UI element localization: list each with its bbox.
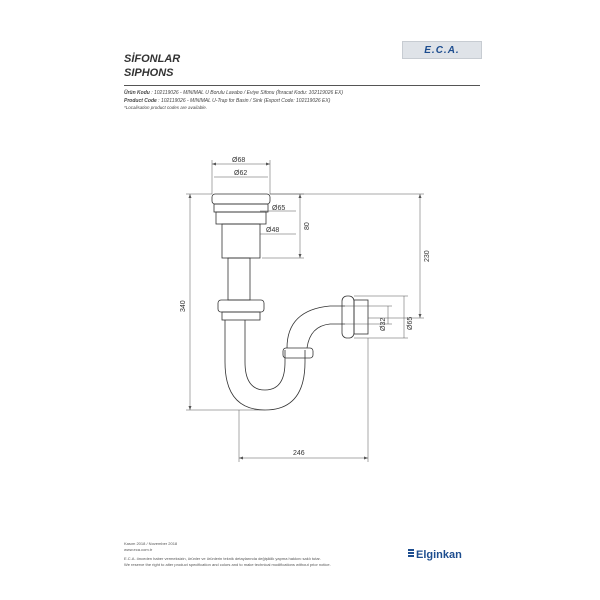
product-code-tr-text: : 102119026 - MINIMAL U Borulu Lavabo / … <box>151 90 344 96</box>
elginkan-logo: Elginkan <box>408 548 462 561</box>
footer-website[interactable]: www.eca.com.tr <box>124 547 153 552</box>
footer-date: Kasım 2018 / November 2018 <box>124 541 178 546</box>
footer-disclaimer-en: We reserve the right to alter product sp… <box>124 562 331 567</box>
u-trap-outer <box>224 320 306 411</box>
upper-tube-housing <box>221 223 261 259</box>
dim-h80: 80 <box>304 222 311 230</box>
product-code-tr-label: Ürün Kodu <box>124 90 150 96</box>
dim-d32: Ø32 <box>380 318 387 331</box>
cap-collar <box>215 211 267 225</box>
title-turkish: SİFONLAR <box>124 53 181 65</box>
footer-disclaimer-tr: E.C.A. önceden haber vermeksizin, ürünle… <box>124 556 321 561</box>
eca-logo: E.C.A. <box>402 41 482 59</box>
product-code-tr: Ürün Kodu : 102119026 - MINIMAL U Borulu… <box>124 90 343 96</box>
pipe-collar <box>221 311 261 321</box>
product-code-en-label: Product Code <box>124 98 157 104</box>
dim-d65-top: Ø65 <box>272 205 285 212</box>
dim-d48: Ø48 <box>266 227 279 234</box>
elginkan-mark-icon <box>408 548 414 558</box>
dim-h230: 230 <box>424 250 431 262</box>
u-trap-inner <box>244 320 286 391</box>
elbow-outer <box>286 305 345 349</box>
product-code-en: Product Code : 102119026 - MINIMAL U-Tra… <box>124 98 330 104</box>
dim-h340: 340 <box>180 300 187 312</box>
elginkan-wordmark: Elginkan <box>416 549 462 561</box>
u-trap-nut <box>282 347 314 359</box>
cap-top <box>211 193 271 205</box>
elbow-inner <box>306 323 345 349</box>
dim-w246: 246 <box>293 450 305 457</box>
wall-pipe <box>353 299 369 335</box>
pipe-nut <box>217 299 265 313</box>
title-english: SIPHONS <box>124 67 174 79</box>
vertical-pipe <box>227 257 251 301</box>
product-code-en-text: : 102119026 - MINIMAL U-Trap for Basin /… <box>158 98 331 104</box>
localisation-note: *Localisation product codes are availabl… <box>124 105 208 110</box>
cap-body <box>213 203 269 213</box>
wall-flange <box>341 295 355 339</box>
dim-d68: Ø68 <box>232 157 245 164</box>
dim-d65-side: Ø65 <box>407 317 414 330</box>
dim-d62: Ø62 <box>234 170 247 177</box>
header-divider <box>124 85 480 86</box>
